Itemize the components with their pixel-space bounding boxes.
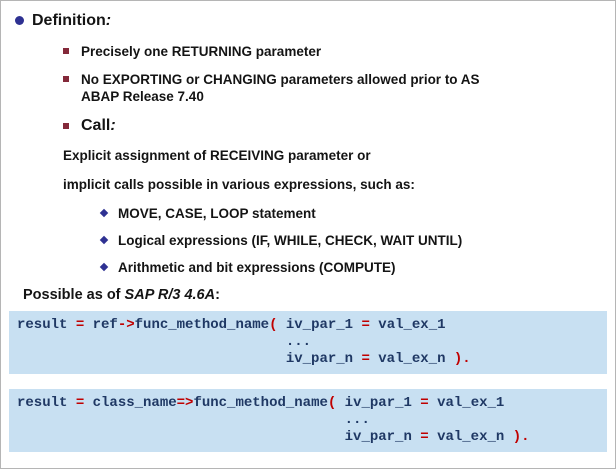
no-exporting-text: No EXPORTING or CHANGING parameters allo… [81, 71, 480, 105]
call-item: Call: [63, 116, 615, 136]
definition-colon: : [105, 12, 112, 29]
returning-parameter-item: Precisely one RETURNING parameter [63, 43, 615, 60]
definition-label: Definition [32, 12, 106, 29]
square-bullet-icon [63, 123, 69, 129]
diamond-bullet-icon [99, 208, 109, 218]
returning-parameter-text: Precisely one RETURNING parameter [81, 44, 322, 59]
circle-bullet-icon [15, 16, 24, 25]
code-line: result = class_name=>func_method_name( i… [17, 395, 505, 411]
square-bullet-icon [63, 76, 69, 82]
possible-suffix: : [215, 287, 220, 303]
arithmetic-expressions-item: Arithmetic and bit expressions (COMPUTE) [99, 259, 615, 276]
possible-as-of-heading: Possible as of SAP R/3 4.6A: [23, 286, 615, 304]
code-block-static-method-call: result = class_name=>func_method_name( i… [9, 389, 607, 452]
arithmetic-expressions-text: Arithmetic and bit expressions (COMPUTE) [118, 260, 396, 275]
code-line: ... [17, 334, 312, 350]
no-exporting-line-2: ABAP Release 7.40 [81, 89, 204, 104]
code-block-instance-method-call: result = ref->func_method_name( iv_par_1… [9, 311, 607, 374]
explicit-assignment-paragraph: Explicit assignment of RECEIVING paramet… [63, 148, 371, 163]
square-bullet-icon [63, 48, 69, 54]
diamond-bullet-icon [99, 235, 109, 245]
call-heading: Call: [81, 116, 116, 136]
call-label: Call [81, 117, 111, 134]
diamond-bullet-icon [99, 262, 109, 272]
logical-expressions-item: Logical expressions (IF, WHILE, CHECK, W… [99, 232, 615, 249]
release-version-text: SAP R/3 4.6A [124, 287, 216, 303]
move-case-loop-text: MOVE, CASE, LOOP statement [118, 206, 316, 221]
possible-prefix: Possible as of [23, 287, 125, 303]
code-line: result = ref->func_method_name( iv_par_1… [17, 317, 446, 333]
code-line: iv_par_n = val_ex_n ). [17, 429, 530, 445]
logical-expressions-text: Logical expressions (IF, WHILE, CHECK, W… [118, 233, 463, 248]
code-line: iv_par_n = val_ex_n ). [17, 351, 471, 367]
definition-heading: Definition: [32, 11, 111, 31]
call-colon: : [110, 117, 116, 134]
implicit-calls-paragraph: implicit calls possible in various expre… [63, 177, 415, 192]
move-case-loop-item: MOVE, CASE, LOOP statement [99, 205, 615, 222]
code-line: ... [17, 412, 370, 428]
no-exporting-line-1: No EXPORTING or CHANGING parameters allo… [81, 72, 480, 87]
no-exporting-item: No EXPORTING or CHANGING parameters allo… [63, 71, 615, 105]
definition-item: Definition: [15, 11, 615, 31]
